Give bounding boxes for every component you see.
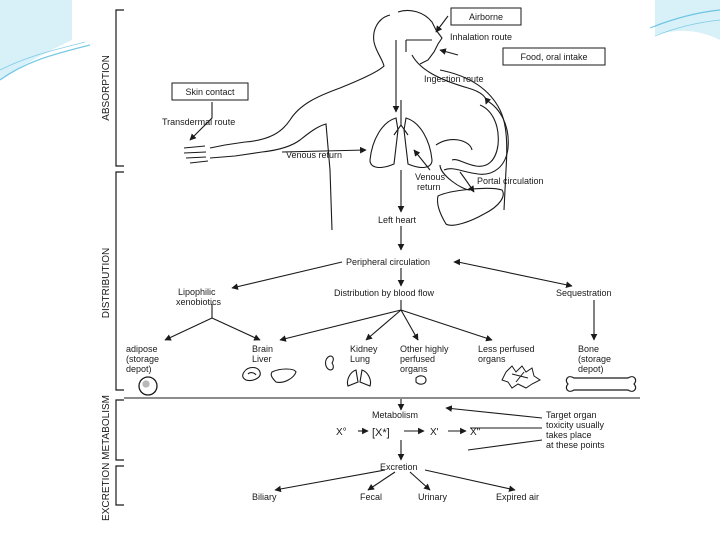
label-skin-contact: Skin contact bbox=[185, 87, 235, 97]
phase-brackets bbox=[115, 9, 124, 506]
label-urinary: Urinary bbox=[418, 492, 448, 502]
label-target-2: toxicity usually bbox=[546, 420, 605, 430]
label-food-oral-intake: Food, oral intake bbox=[520, 52, 587, 62]
label-less-perfused-2: organs bbox=[478, 354, 506, 364]
label-other-2: perfused bbox=[400, 354, 435, 364]
decorative-swoosh-right bbox=[649, 0, 720, 40]
label-xstar: [X*] bbox=[372, 427, 390, 439]
distribution-arrows bbox=[164, 258, 598, 342]
label-expired-air: Expired air bbox=[496, 492, 539, 502]
phase-distribution: DISTRIBUTION bbox=[101, 248, 112, 319]
label-brain: Brain bbox=[252, 344, 273, 354]
phase-excretion-metabolism: EXCRETION METABOLISM bbox=[101, 395, 112, 521]
label-x2: X" bbox=[470, 427, 481, 438]
absorption-routes bbox=[189, 15, 492, 251]
label-kidney: Kidney bbox=[350, 344, 378, 354]
label-x0: X° bbox=[336, 427, 347, 438]
label-ingestion-route: Ingestion route bbox=[424, 74, 484, 84]
label-lipophilic-2: xenobiotics bbox=[176, 297, 222, 307]
label-venous-return-right-1: Venous bbox=[415, 172, 446, 182]
label-fecal: Fecal bbox=[360, 492, 382, 502]
label-airborne-box: Airborne bbox=[450, 7, 522, 26]
label-venous-return-right-2: return bbox=[417, 182, 441, 192]
metabolism-arrows bbox=[274, 399, 543, 493]
label-skin-box: Skin contact bbox=[171, 82, 249, 101]
lung-icon bbox=[346, 369, 372, 387]
kidney-icon bbox=[324, 355, 334, 371]
organ-liver bbox=[436, 187, 504, 226]
label-transdermal-route: Transdermal route bbox=[162, 117, 235, 127]
label-food-box: Food, oral intake bbox=[502, 47, 606, 66]
label-adipose-3: depot) bbox=[126, 364, 152, 374]
label-target-4: at these points bbox=[546, 440, 605, 450]
label-target-3: takes place bbox=[546, 430, 592, 440]
label-other-1: Other highly bbox=[400, 344, 449, 354]
organ-stomach bbox=[435, 99, 509, 175]
label-bone-2: (storage bbox=[578, 354, 611, 364]
label-other-3: organs bbox=[400, 364, 428, 374]
label-peripheral-circulation: Peripheral circulation bbox=[346, 257, 430, 267]
label-excretion: Excretion bbox=[380, 462, 418, 472]
label-sequestration: Sequestration bbox=[556, 288, 612, 298]
label-lung: Lung bbox=[350, 354, 370, 364]
label-adipose-2: (storage bbox=[126, 354, 159, 364]
label-biliary: Biliary bbox=[252, 492, 277, 502]
liver-icon bbox=[270, 368, 297, 383]
label-venous-return-left: Venous return bbox=[286, 150, 342, 160]
label-bone-1: Bone bbox=[578, 344, 599, 354]
less-perfused-organ-icon bbox=[501, 365, 541, 389]
label-adipose-1: adipose bbox=[126, 344, 158, 354]
label-airborne: Airborne bbox=[469, 12, 503, 22]
label-left-heart: Left heart bbox=[378, 215, 417, 225]
bone-icon bbox=[565, 376, 637, 392]
label-less-perfused-1: Less perfused bbox=[478, 344, 535, 354]
label-target-1: Target organ bbox=[546, 410, 597, 420]
label-metabolism: Metabolism bbox=[372, 410, 418, 420]
label-portal-circulation: Portal circulation bbox=[477, 176, 544, 186]
organ-lungs bbox=[369, 100, 433, 169]
label-distribution-by-blood-flow: Distribution by blood flow bbox=[334, 288, 435, 298]
label-inhalation-route: Inhalation route bbox=[450, 32, 512, 42]
label-x1: X' bbox=[430, 427, 439, 438]
decorative-swoosh-left bbox=[0, 0, 91, 81]
label-lipophilic-1: Lipophilic bbox=[178, 287, 216, 297]
label-liver: Liver bbox=[252, 354, 272, 364]
label-bone-3: depot) bbox=[578, 364, 604, 374]
adipose-cell-icon bbox=[138, 376, 158, 396]
other-organ-icon bbox=[415, 375, 427, 385]
phase-absorption: ABSORPTION bbox=[101, 55, 112, 121]
brain-icon bbox=[242, 366, 261, 382]
